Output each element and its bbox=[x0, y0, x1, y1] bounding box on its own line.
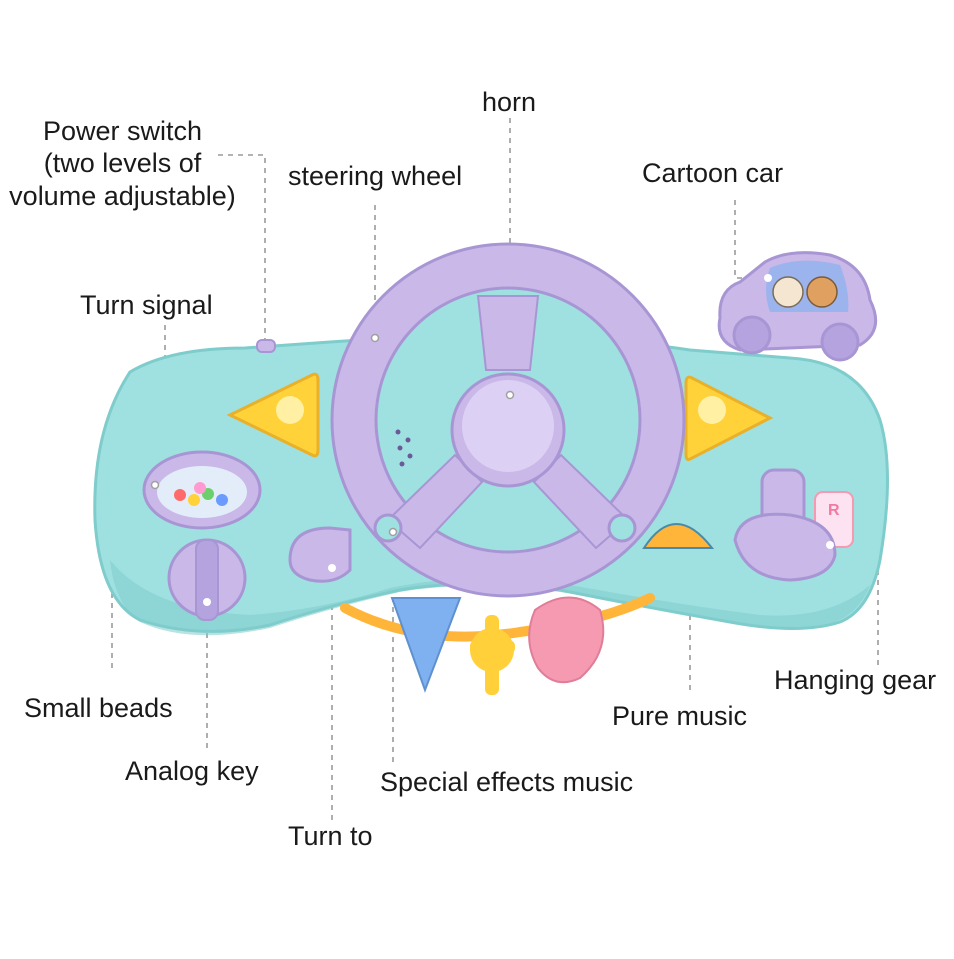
wheel-spoke-right bbox=[532, 453, 630, 550]
left-turn-signal-light[interactable] bbox=[226, 372, 320, 458]
analog-key-knob[interactable] bbox=[167, 538, 247, 621]
label-turn-to: Turn to bbox=[288, 821, 373, 851]
blue-triangle-key bbox=[390, 597, 462, 693]
cartoon-car[interactable] bbox=[717, 251, 878, 362]
label-pure-music: Pure music bbox=[612, 701, 748, 731]
label-cartoon-car: Cartoon car bbox=[642, 158, 784, 188]
key-ring-group bbox=[340, 593, 655, 695]
wheel-spoke-top bbox=[476, 295, 540, 371]
pure-music-button[interactable] bbox=[607, 513, 637, 543]
label-power-switch: Power switch (two levels of volume adjus… bbox=[9, 116, 236, 211]
label-analog-key: Analog key bbox=[125, 756, 259, 786]
steering-wheel[interactable] bbox=[330, 242, 686, 598]
wheel-spoke-left bbox=[386, 453, 484, 550]
orange-ring bbox=[340, 593, 655, 642]
leader-dots bbox=[150, 333, 515, 537]
small-beads-window bbox=[142, 450, 262, 530]
speaker-holes bbox=[395, 429, 413, 467]
special-effects-music-button[interactable] bbox=[373, 513, 403, 543]
music-gauge bbox=[642, 523, 715, 549]
turn-to-dot bbox=[328, 564, 336, 572]
console-shade bbox=[110, 560, 870, 636]
label-hanging-gear: Hanging gear bbox=[774, 665, 937, 695]
label-steering-wheel: steering wheel bbox=[288, 161, 463, 191]
gear-letter: R bbox=[828, 502, 840, 519]
power-switch-button[interactable] bbox=[256, 339, 276, 353]
leader-power-switch bbox=[218, 154, 266, 345]
label-horn: horn bbox=[482, 87, 537, 117]
left-signal-glow bbox=[276, 396, 304, 424]
turn-to-lever[interactable] bbox=[288, 526, 352, 583]
label-turn-signal: Turn signal bbox=[80, 290, 213, 320]
right-signal-glow bbox=[698, 396, 726, 424]
label-special-effects-music: Special effects music bbox=[380, 767, 634, 797]
pink-key bbox=[528, 596, 605, 684]
label-small-beads: Small beads bbox=[24, 693, 173, 723]
hanging-gear[interactable]: R bbox=[733, 468, 854, 582]
yellow-key bbox=[470, 615, 515, 695]
